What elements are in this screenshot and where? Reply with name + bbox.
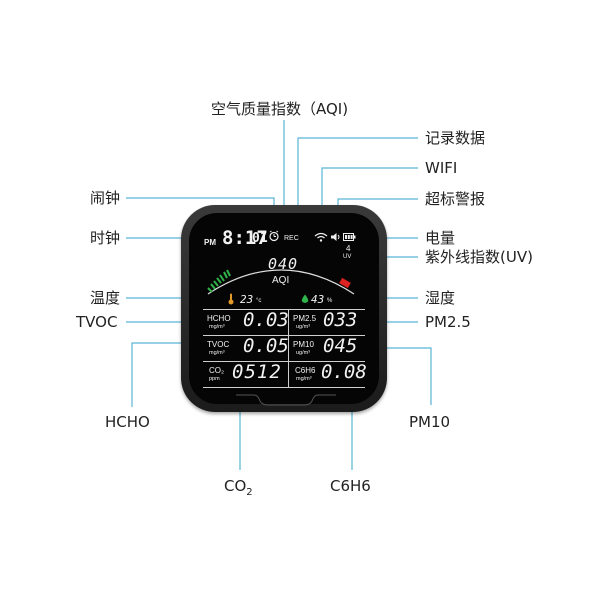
pm25-name: PM2.5 [293,314,317,323]
pm25-value: 033 [323,309,358,331]
label-over-alarm: 超标警报 [425,190,486,208]
alarm-clock-icon [269,230,279,242]
air-quality-monitor [181,205,387,412]
speaker-alarm-icon [331,233,340,241]
label-co2: CO2 [224,477,253,498]
humidity-unit: % [327,298,333,304]
tvoc-unit: mg/m³ [209,350,225,356]
pm10-value: 045 [323,335,358,357]
wifi-icon [314,232,328,242]
label-temperature: 温度 [90,289,121,307]
hcho-name: HCHO [207,314,231,323]
label-tvoc: TVOC [76,313,118,331]
hcho-value: 0.03 [243,309,289,331]
battery-icon [343,233,356,241]
c6h6-value: 0.08 [321,361,367,383]
label-alarm-clock: 闹钟 [90,189,121,207]
pm25-unit: ug/m³ [296,324,311,330]
label-aqi-index: 空气质量指数（AQI) [211,100,349,118]
display-screen [189,213,379,404]
label-hcho: HCHO [105,413,150,431]
clock-minutes: 01 [252,231,268,246]
divider-row2 [203,361,365,362]
aqi-gauge [207,269,355,295]
co2-value: 0512 [232,361,282,383]
co2-name: CO₂ [209,366,225,375]
co2-unit: ppm [209,376,220,382]
aqi-value: 040 [268,255,299,273]
clock-time: 8:17 [222,227,268,249]
label-pm25: PM2.5 [425,313,471,331]
thermometer-icon [228,293,234,305]
aqi-label: AQI [272,275,290,286]
pm10-unit: ug/m³ [296,350,311,356]
hcho-unit: mg/m³ [209,324,225,330]
tvoc-name: TVOC [207,340,230,349]
humidity-drop-icon [301,294,309,303]
label-clock: 时钟 [90,229,121,247]
rec-indicator: REC [284,235,299,242]
divider-bottom [203,387,365,388]
label-c6h6: C6H6 [330,477,371,495]
label-record: 记录数据 [425,129,486,147]
label-battery: 电量 [425,229,456,247]
label-wifi: WIFI [425,159,458,177]
label-pm10: PM10 [409,413,451,431]
temperature-unit: °c [256,298,262,304]
uv-value: 4 [346,244,351,253]
c6h6-unit: mg/m³ [296,376,312,382]
temperature-value: 23 [240,293,254,306]
uv-label: UV [343,254,352,260]
c6h6-name: C6H6 [295,366,316,375]
line-record [297,137,418,232]
clock-ampm: PM [204,238,216,247]
divider-vertical [288,309,289,387]
pm10-name: PM10 [293,340,314,349]
divider-row1 [203,335,365,336]
humidity-value: 43 [311,293,325,306]
divider-top [203,309,365,310]
tvoc-value: 0.05 [243,335,289,357]
device-bottom-notch [236,394,336,406]
label-uv-index: 紫外线指数(UV) [425,248,533,266]
label-humidity: 湿度 [425,289,456,307]
